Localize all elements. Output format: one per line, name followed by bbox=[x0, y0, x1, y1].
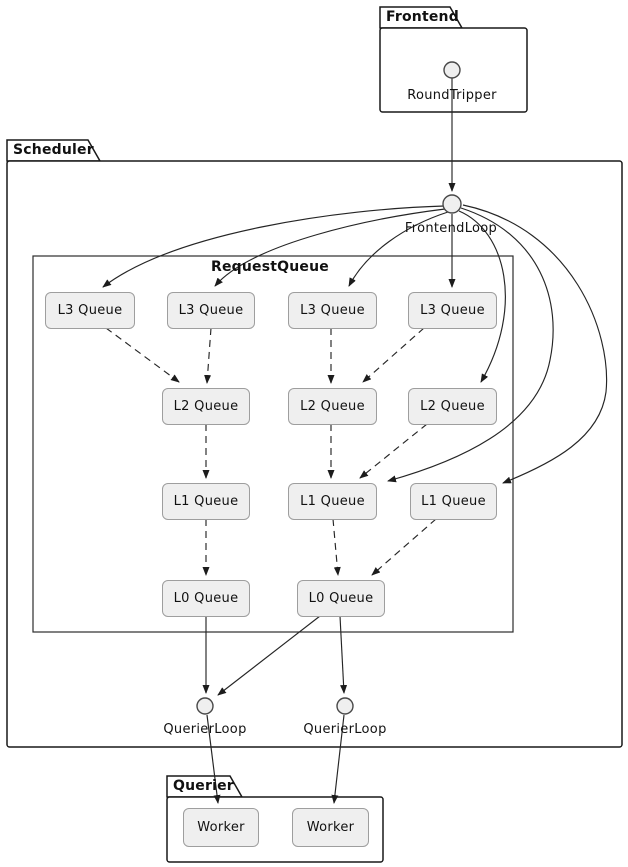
edge-frontendloop-to-l1queue-3 bbox=[462, 204, 608, 484]
edge-l3queue-4-to-l2queue-2 bbox=[362, 327, 425, 383]
edge-frontendloop-to-l3queue-1 bbox=[102, 205, 445, 288]
l2-queue-node-2: L2 Queue bbox=[288, 388, 377, 425]
edge-l0queue-2-to-querierloop-right bbox=[339, 615, 348, 694]
request-queue-title: RequestQueue bbox=[210, 259, 329, 275]
edge-frontendloop-to-l1queue-2 bbox=[387, 207, 554, 483]
l0-queue-node-1: L0 Queue bbox=[162, 580, 250, 617]
edge-l1queue-2-to-l0queue-2 bbox=[332, 518, 341, 576]
l3-queue-node-4: L3 Queue bbox=[408, 292, 497, 329]
request-queue-frame bbox=[32, 255, 514, 633]
l2-queue-node-1: L2 Queue bbox=[162, 388, 250, 425]
querier-package-title: Querier bbox=[173, 778, 234, 794]
edge-l3queue-2-to-l2queue-1 bbox=[204, 327, 212, 384]
edge-frontendloop-to-l3queue-2 bbox=[214, 208, 446, 287]
l3-queue-node-3: L3 Queue bbox=[288, 292, 377, 329]
querierloop-right-interface-circle bbox=[336, 697, 354, 715]
querierloop-left-label: QuerierLoop bbox=[163, 722, 247, 737]
l3-queue-node-2: L3 Queue bbox=[167, 292, 255, 329]
querierloop-left-interface-circle bbox=[196, 697, 214, 715]
edge-querierloop-left-to-worker-1 bbox=[206, 714, 221, 804]
l1-queue-node-3: L1 Queue bbox=[410, 483, 497, 520]
roundtripper-label: RoundTripper bbox=[407, 88, 497, 103]
edge-querierloop-right-to-worker-2 bbox=[331, 714, 345, 804]
l1-queue-node-1: L1 Queue bbox=[162, 483, 250, 520]
worker-node-1: Worker bbox=[183, 808, 259, 847]
edge-frontendloop-to-l2queue-3 bbox=[458, 210, 506, 383]
edge-frontendloop-to-l3queue-3 bbox=[348, 211, 449, 287]
l2-queue-node-3: L2 Queue bbox=[408, 388, 497, 425]
edge-l0queue-2-to-querierloop-left bbox=[217, 615, 321, 696]
scheduler-package-outline bbox=[6, 139, 623, 748]
l1-queue-node-2: L1 Queue bbox=[288, 483, 377, 520]
edge-l2queue-3-to-l1queue-2 bbox=[359, 423, 428, 479]
frontendloop-label: FrontendLoop bbox=[404, 221, 498, 236]
frontendloop-interface-circle bbox=[442, 194, 462, 214]
edge-l3queue-1-to-l2queue-1 bbox=[105, 327, 180, 383]
querierloop-right-label: QuerierLoop bbox=[303, 722, 387, 737]
frontend-package-title: Frontend bbox=[386, 9, 459, 25]
worker-node-2: Worker bbox=[292, 808, 369, 847]
l0-queue-node-2: L0 Queue bbox=[297, 580, 385, 617]
l3-queue-node-1: L3 Queue bbox=[45, 292, 135, 329]
edge-l1queue-3-to-l0queue-2 bbox=[371, 518, 437, 576]
roundtripper-interface-circle bbox=[443, 61, 461, 79]
scheduler-package-title: Scheduler bbox=[13, 142, 94, 158]
